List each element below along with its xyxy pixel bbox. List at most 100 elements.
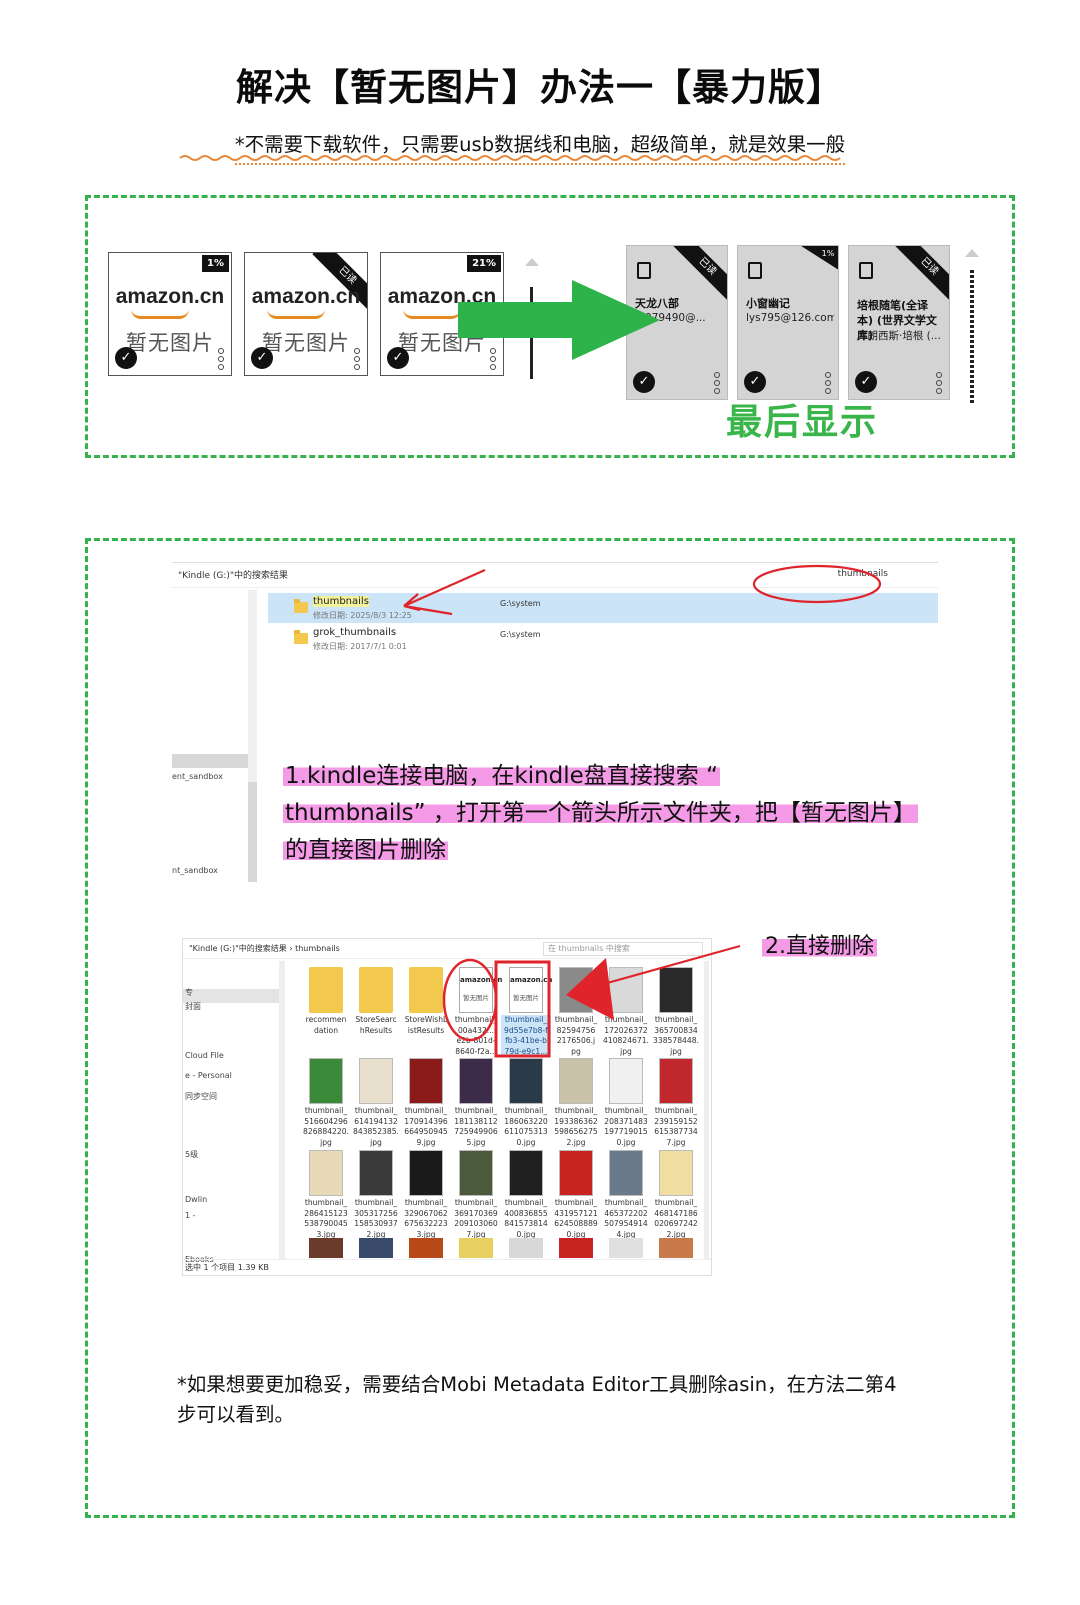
file-name: thumbnail_ 82594756 2176506.j pg: [554, 1015, 598, 1056]
folder-item[interactable]: StoreSearc hResults: [351, 963, 401, 1055]
thumbnail-file[interactable]: thumbnail_ 193386362 598656275 2.jpg: [551, 1054, 601, 1147]
status-bar: 选中 1 个项目 1.39 KB: [183, 1259, 711, 1275]
scroll-up-arrow-icon[interactable]: [525, 258, 539, 266]
result-row-grok-thumbnails[interactable]: grok_thumbnails 修改日期: 2017/7/1 0:01 G:\s…: [268, 624, 938, 654]
thumbnail-file[interactable]: thumbnail_ 365700834 338578448. jpg: [651, 963, 701, 1056]
thumbnail-file[interactable]: thumbnail_ 208371483 197719015 0.jpg: [601, 1054, 651, 1147]
nav-item[interactable]: 封面: [185, 1002, 201, 1011]
thumbnail-file[interactable]: thumbnail_ 170914396 664950945 9.jpg: [401, 1054, 451, 1147]
nav-item[interactable]: Cloud File: [185, 1051, 224, 1060]
book-thumb: [659, 1150, 693, 1196]
book-thumb: [409, 1058, 443, 1104]
more-options-icon[interactable]: [714, 370, 720, 394]
nav-item[interactable]: Dwlin: [185, 1195, 208, 1204]
check-icon: ✓: [251, 347, 273, 369]
explorer-search-results: "Kindle (G:)"中的搜索结果 thumbnails ent_sandb…: [172, 562, 938, 882]
amazon-smile-icon: [131, 309, 189, 319]
thumbnail-file[interactable]: thumbnail_ 329067062 675632223 3.jpg: [401, 1146, 451, 1239]
file-name: thumbnail_ 208371483 197719015 0.jpg: [604, 1106, 648, 1147]
book-author: lys795@126.com: [746, 312, 834, 324]
thumbnail-file[interactable]: thumbnail_ 186063220 611075313 0.jpg: [501, 1054, 551, 1147]
nav-item[interactable]: 同步空间: [185, 1092, 217, 1101]
more-options-icon[interactable]: [936, 370, 942, 394]
amazon-logo: amazon.cn: [115, 285, 225, 308]
thumbnail-file[interactable]: thumbnail_ 400836855 841573814 0.jpg: [501, 1146, 551, 1239]
search-input[interactable]: 在 thumbnails 中搜索: [543, 942, 703, 956]
nav-item[interactable]: nt_sandbox: [172, 866, 218, 875]
subtitle-wrap: *不需要下载软件，只需要usb数据线和电脑，超级简单，就是效果一般: [0, 128, 1080, 165]
more-options-icon[interactable]: [354, 346, 360, 370]
address-bar[interactable]: "Kindle (G:)"中的搜索结果: [172, 562, 938, 588]
book-thumb: [309, 1238, 343, 1258]
search-input[interactable]: thumbnails: [837, 569, 888, 579]
thumbnail-file[interactable]: thumbnail_ 465372202 507954914 4.jpg: [601, 1146, 651, 1239]
thumbnail-file[interactable]: thumbnail_ 181138112 725949906 5.jpg: [451, 1054, 501, 1147]
folder-icon: [409, 967, 443, 1013]
file-name: thumbnail_ 329067062 675632223 3.jpg: [404, 1198, 448, 1239]
red-circle-search: [752, 564, 882, 604]
address-bar[interactable]: "Kindle (G:)"中的搜索结果 › thumbnails: [183, 939, 711, 959]
nav-item[interactable]: 专: [185, 988, 193, 997]
book-thumb: [359, 1150, 393, 1196]
breadcrumb: "Kindle (G:)"中的搜索结果 › thumbnails: [189, 944, 340, 953]
scrollbar[interactable]: [970, 270, 974, 404]
more-options-icon[interactable]: [218, 346, 224, 370]
row-name: grok_thumbnails: [313, 627, 397, 638]
nav-item[interactable]: ent_sandbox: [172, 772, 223, 781]
folder-item[interactable]: recommen dation: [301, 963, 351, 1055]
title-wrap: 解决【暂无图片】办法一【暴力版】: [0, 62, 1080, 114]
book-thumb: [409, 1150, 443, 1196]
thumbnail-file[interactable]: thumbnail_ 431957121 624508889 0.jpg: [551, 1146, 601, 1239]
nav-scrollbar[interactable]: [279, 961, 285, 1259]
thumbnail-file[interactable]: thumbnail_ 468147186 020697242 2.jpg: [651, 1146, 701, 1239]
file-name: thumbnail_ 465372202 507954914 4.jpg: [604, 1198, 648, 1239]
file-name: thumbnail_ 9d55e7b8-f fb3-41be-b 79d-e9c…: [501, 1015, 551, 1057]
result-row-thumbnails[interactable]: thumbnails 修改日期: 2025/8/3 12:25 G:\syste…: [268, 593, 938, 623]
nav-item[interactable]: 5级: [185, 1150, 199, 1159]
placeholder-book-cover[interactable]: 1% amazon.cn 暂无图片✓: [108, 252, 232, 376]
folder-icon: [294, 599, 308, 613]
nav-item[interactable]: 1 -: [185, 1211, 196, 1220]
breadcrumb: "Kindle (G:)"中的搜索结果: [178, 571, 289, 581]
book-thumb: [559, 1150, 593, 1196]
scroll-up-arrow-icon[interactable]: [965, 249, 979, 257]
generic-book-cover[interactable]: 已读培根随笔(全译本) (世界文学文库)弗朗西斯·培根 (...✓: [848, 245, 950, 400]
thumbnail-file[interactable]: thumbnail_ 305317256 158530937 2.jpg: [351, 1146, 401, 1239]
thumbnail-file[interactable]: thumbnail_ 286415123 538790045 3.jpg: [301, 1146, 351, 1239]
document-icon: [859, 262, 873, 279]
check-icon: ✓: [387, 347, 409, 369]
amazon-smile-icon: [267, 309, 325, 319]
more-options-icon[interactable]: [490, 346, 496, 370]
thumbnail-file[interactable]: thumbnail_ 614194132 843852385. jpg: [351, 1054, 401, 1147]
more-options-icon[interactable]: [825, 370, 831, 394]
book-title: 天龙八部: [635, 297, 679, 310]
book-thumb: [309, 1058, 343, 1104]
red-arrow-icon: [403, 568, 486, 608]
steps-panel: [85, 538, 1015, 1518]
nav-scroll-thumb[interactable]: [248, 782, 257, 882]
book-thumb: [459, 1150, 493, 1196]
svg-text:1%: 1%: [822, 249, 835, 258]
result-label: 最后显示: [726, 402, 879, 443]
nav-item[interactable]: e - Personal: [185, 1071, 232, 1080]
nav-scrollbar[interactable]: [248, 590, 257, 882]
file-name: StoreWishL istResults: [404, 1015, 448, 1035]
progress-badge: 1%: [202, 255, 229, 272]
thumbnail-file[interactable]: thumbnail_ 369170369 209103060 7.jpg: [451, 1146, 501, 1239]
content-scrollbar[interactable]: [704, 961, 709, 1259]
no-image-text: 暂无图片: [126, 331, 214, 355]
thumbnail-file[interactable]: thumbnail_ 516604296 826884220. jpg: [301, 1054, 351, 1147]
folder-item[interactable]: StoreWishL istResults: [401, 963, 451, 1055]
check-icon: ✓: [115, 347, 137, 369]
thumbnail-file[interactable]: thumbnail_ 239159152 615387734 7.jpg: [651, 1054, 701, 1147]
row-date: 修改日期: 2017/7/1 0:01: [313, 642, 407, 651]
row-date: 修改日期: 2025/8/3 12:25: [313, 611, 412, 620]
no-image-text: 暂无图片: [262, 331, 350, 355]
progress-badge: 21%: [467, 255, 501, 272]
book-thumb: [309, 1150, 343, 1196]
file-name: thumbnail_ 400836855 841573814 0.jpg: [504, 1198, 548, 1239]
